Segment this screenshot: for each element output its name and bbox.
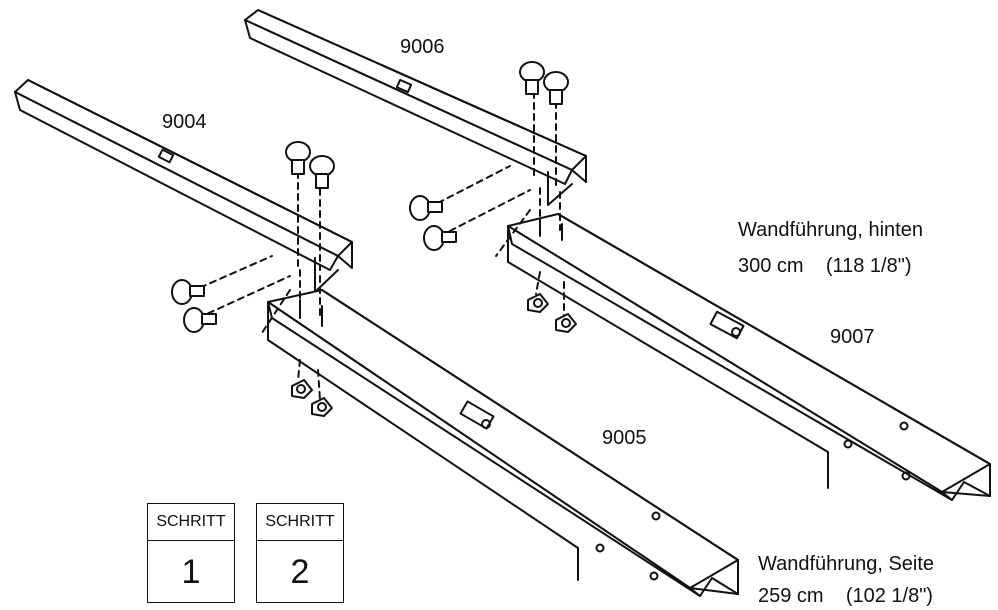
side-rail-length: 259 cm (102 1/8") [758,585,933,607]
rail-9004 [14,79,353,293]
step-1-box: SCHRITT 1 [147,503,235,603]
part-label-9005: 9005 [602,427,647,449]
part-label-9006: 9006 [400,36,445,58]
rail-9006 [244,9,587,206]
step-1-label: SCHRITT [148,504,234,541]
part-label-9004: 9004 [162,111,207,133]
fasteners-right [409,61,577,333]
step-2-label: SCHRITT [257,504,343,541]
rear-rail-name: Wandführung, hinten [738,219,923,241]
step-2-box: SCHRITT 2 [256,503,344,603]
step-2-number: 2 [290,553,310,591]
part-label-9007: 9007 [830,326,875,348]
rail-9005 [267,289,739,597]
fasteners-left [171,141,335,417]
step-1-number: 1 [181,553,201,591]
side-rail-name: Wandführung, Seite [758,553,935,575]
rail-9007 [507,213,991,501]
rear-rail-length: 300 cm (118 1/8") [738,255,912,277]
